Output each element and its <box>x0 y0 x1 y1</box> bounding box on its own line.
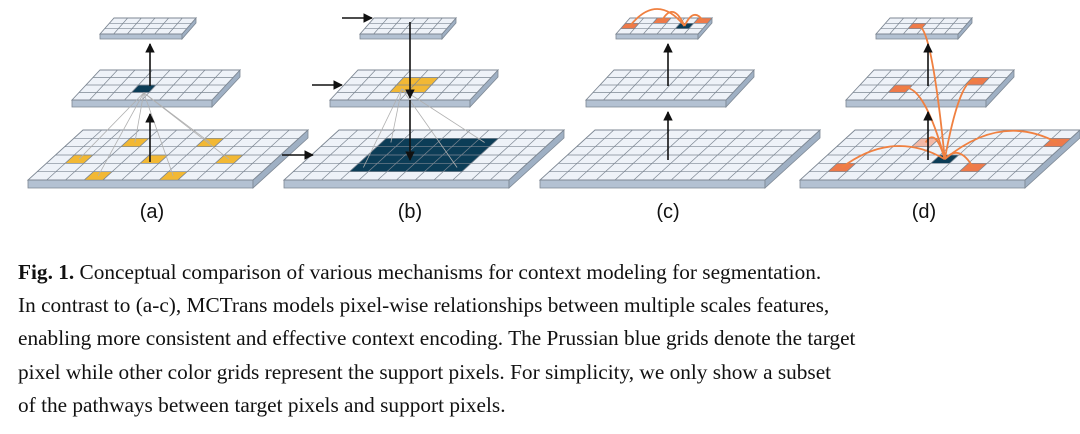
caption-line-4: pixel while other color grids represent … <box>18 359 832 384</box>
panel-label-b: (b) <box>398 201 422 223</box>
grid-front-edge <box>845 99 987 108</box>
grid-line <box>656 17 672 35</box>
attention-curve <box>899 86 946 160</box>
grid-front-edge <box>585 99 727 108</box>
grid-line <box>373 17 388 35</box>
grid-line <box>127 17 142 35</box>
grid-line <box>629 17 644 35</box>
panel-b: (b) <box>282 13 566 223</box>
grid-middle <box>844 68 1016 109</box>
attention-curve <box>944 129 1058 160</box>
grid-middle <box>70 68 242 109</box>
caption-line-5: of the pathways between target pixels an… <box>18 392 506 417</box>
grid-top <box>615 16 713 41</box>
grid-middle <box>584 68 756 109</box>
grid-bottom <box>282 129 566 189</box>
grid-line <box>154 17 169 35</box>
grid-line <box>684 17 699 35</box>
attention-curve <box>629 8 686 27</box>
panel-label-a: (a) <box>140 201 164 223</box>
grid-line <box>414 17 429 35</box>
caption-line-2: In contrast to (a-c), MCTrans models pix… <box>18 293 830 318</box>
grid-line <box>889 17 904 35</box>
grid-front-edge <box>283 179 510 189</box>
sampling-line <box>78 92 145 160</box>
grid-front-edge <box>799 179 1026 189</box>
attention-curve <box>683 13 704 27</box>
attention-curve <box>841 145 946 169</box>
pooling-line <box>401 88 485 143</box>
pooling-line <box>401 88 458 168</box>
grid-middle <box>328 68 500 109</box>
attention-curve <box>661 11 686 27</box>
panel-c: (c) <box>538 8 822 223</box>
grid-top <box>99 16 197 41</box>
grid-line <box>400 17 416 35</box>
grid-line <box>140 17 156 35</box>
sampling-line <box>143 92 230 160</box>
grid-line <box>903 17 918 35</box>
grid-top <box>359 16 457 41</box>
grid-bottom <box>538 129 822 189</box>
grid-line <box>387 17 402 35</box>
pooling-line <box>390 88 403 143</box>
caption-line-3: enabling more consistent and effective c… <box>18 326 856 351</box>
grid-line <box>428 17 443 35</box>
caption-line-1: Conceptual comparison of various mechani… <box>79 260 822 284</box>
panel-a: (a) <box>26 16 310 223</box>
grid-front-edge <box>539 179 766 189</box>
caption-lead: Fig. 1. <box>18 260 75 284</box>
attention-curve <box>916 25 946 160</box>
panel-d: (d) <box>798 16 1080 223</box>
panel-label-c: (c) <box>656 201 679 223</box>
grid-line <box>168 17 183 35</box>
grid-front-edge <box>99 33 183 40</box>
grid-top <box>875 16 973 41</box>
grid-line <box>643 17 658 35</box>
grid-front-edge <box>359 33 443 40</box>
grid-line <box>930 17 945 35</box>
grid-bottom <box>798 129 1080 189</box>
grid-front-edge <box>329 99 471 108</box>
sampling-line <box>134 92 145 143</box>
grid-front-edge <box>875 33 959 40</box>
grid-front-edge <box>615 33 699 40</box>
attention-curve <box>943 79 978 160</box>
grid-front-edge <box>27 179 254 189</box>
sampling-line <box>97 92 145 177</box>
grid-line <box>916 17 932 35</box>
grid-line <box>113 17 128 35</box>
figure-diagram: (a) (b) (c) (d) <box>26 8 1080 223</box>
figure-caption: Fig. 1. Conceptual comparison of various… <box>18 256 1068 422</box>
pooling-line <box>363 88 403 168</box>
sampling-line <box>143 92 174 176</box>
grid-line <box>944 17 959 35</box>
grid-bottom <box>26 129 310 189</box>
panel-label-d: (d) <box>912 201 936 223</box>
